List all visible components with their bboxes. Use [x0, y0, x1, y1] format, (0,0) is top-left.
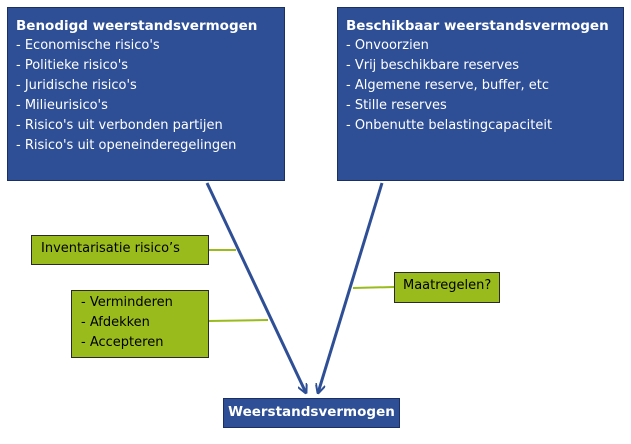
- measures-connector: [352, 286, 395, 289]
- right-arrow: [318, 182, 384, 393]
- list-item: Risico's uit openeinderegelingen: [16, 136, 276, 156]
- list-item: Verminderen: [81, 293, 208, 313]
- list-item: Accepteren: [81, 333, 208, 353]
- available-capacity-box: Beschikbaar weerstandsvermogen Onvoorzie…: [337, 7, 624, 181]
- available-capacity-list: Onvoorzien Vrij beschikbare reserves Alg…: [346, 36, 615, 136]
- list-item: Vrij beschikbare reserves: [346, 56, 615, 76]
- measures-box: Maatregelen?: [394, 272, 500, 303]
- risk-inventory-label: Inventarisatie risico’s: [41, 241, 180, 256]
- list-item: Algemene reserve, buffer, etc: [346, 76, 615, 96]
- list-item: Economische risico's: [16, 36, 276, 56]
- list-item: Onvoorzien: [346, 36, 615, 56]
- list-item: Afdekken: [81, 313, 208, 333]
- list-item: Juridische risico's: [16, 76, 276, 96]
- available-capacity-title: Beschikbaar weerstandsvermogen: [346, 18, 609, 34]
- risk-inventory-box: Inventarisatie risico’s: [31, 235, 209, 265]
- left-arrow: [205, 182, 306, 393]
- resistance-capacity-box: Weerstandsvermogen: [223, 398, 400, 428]
- list-item: Risico's uit verbonden partijen: [16, 116, 276, 136]
- required-capacity-list: Economische risico's Politieke risico's …: [16, 36, 276, 156]
- risk-actions-box: Verminderen Afdekken Accepteren: [71, 290, 209, 358]
- required-capacity-box: Benodigd weerstandsvermogen Economische …: [7, 7, 285, 181]
- resistance-capacity-label: Weerstandsvermogen: [228, 404, 395, 420]
- list-item: Stille reserves: [346, 96, 615, 116]
- list-item: Onbenutte belastingcapaciteit: [346, 116, 615, 136]
- list-item: Milieurisico's: [16, 96, 276, 116]
- risk-actions-list: Verminderen Afdekken Accepteren: [81, 293, 208, 353]
- required-capacity-title: Benodigd weerstandsvermogen: [16, 18, 258, 34]
- actions-connector: [208, 319, 269, 322]
- list-item: Politieke risico's: [16, 56, 276, 76]
- measures-label: Maatregelen?: [403, 278, 492, 293]
